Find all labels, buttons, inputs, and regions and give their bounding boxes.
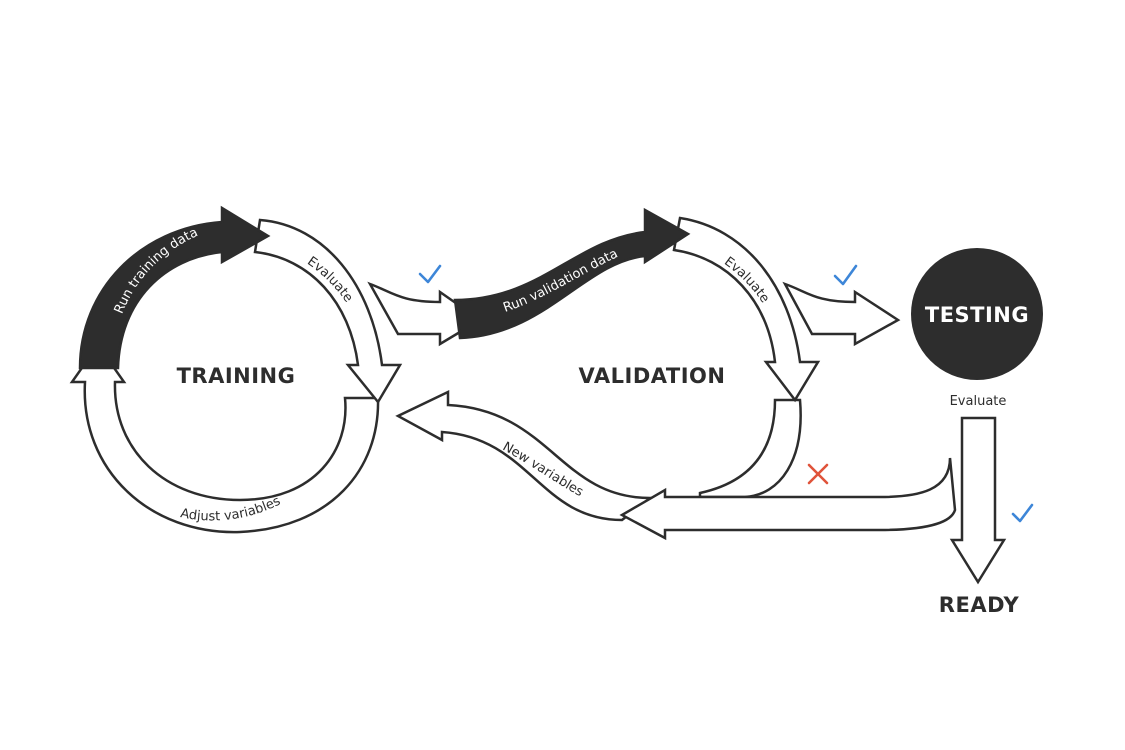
run-training-data-arrow	[78, 205, 271, 370]
fail-return-arrow	[619, 457, 957, 541]
testing-stage-label: TESTING	[925, 303, 1029, 327]
adjust-variables-arrow	[69, 342, 380, 534]
new-variables-arrow	[395, 390, 654, 522]
training-evaluate-arrow	[253, 218, 403, 405]
check-icon	[833, 264, 858, 286]
validation-right-curve	[698, 398, 802, 499]
training-loop: Run training data Evaluate Adjust variab…	[69, 205, 403, 534]
validation-to-testing-arrow	[782, 281, 901, 347]
ready-stage-label: READY	[939, 593, 1020, 617]
training-stage-label: TRAINING	[177, 364, 296, 388]
run-validation-data-label: Run validation data	[501, 246, 620, 315]
testing-circle	[911, 248, 1043, 380]
testing-stage: TESTING Evaluate	[911, 248, 1043, 409]
check-icon	[418, 264, 442, 284]
cross-icon	[807, 463, 829, 485]
check-icon	[1011, 503, 1034, 523]
testing-evaluate-label: Evaluate	[950, 394, 1007, 409]
validation-stage-label: VALIDATION	[579, 364, 726, 388]
pass-ready-arrow	[949, 416, 1007, 585]
run-validation-data-arrow	[453, 207, 691, 340]
validation-evaluate-arrow	[672, 216, 821, 403]
